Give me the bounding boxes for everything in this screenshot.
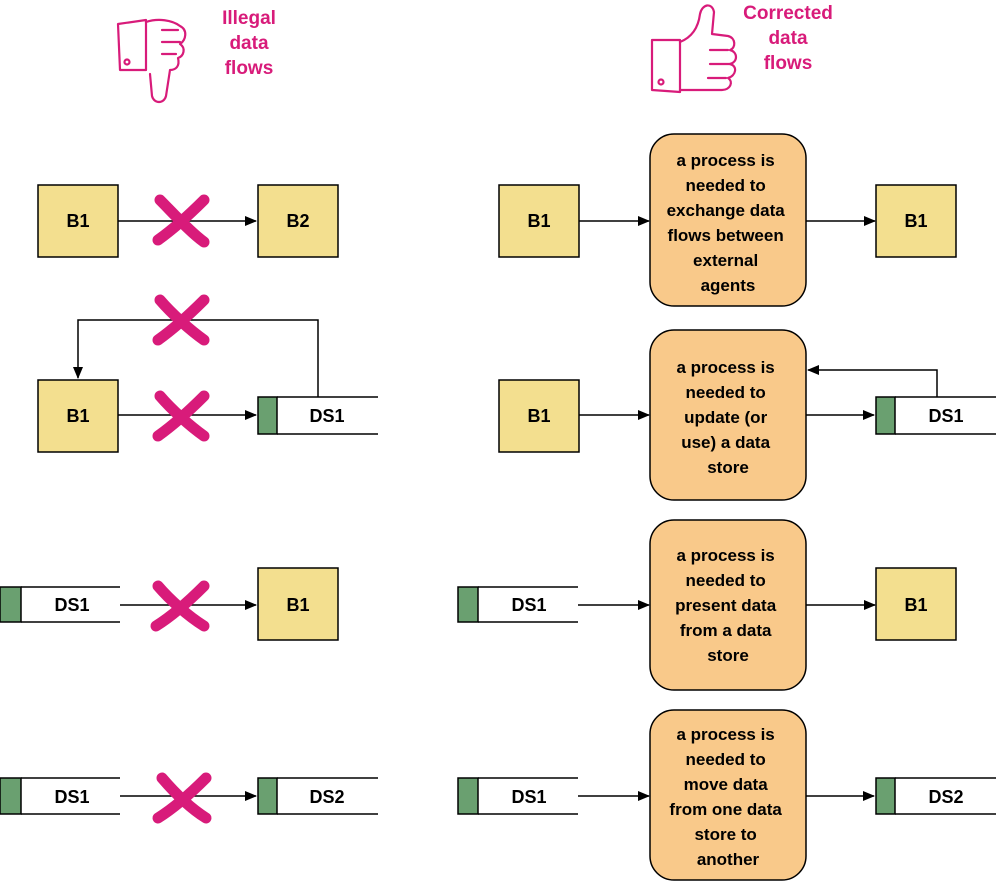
- external-agent-box: [498, 184, 580, 258]
- data-store-label: DS1: [54, 787, 89, 807]
- data-store: DS1: [457, 777, 578, 815]
- external-agent-box: [498, 379, 580, 453]
- external-agent-box: [875, 184, 957, 258]
- illegal-header-line-1: Illegal: [222, 8, 276, 29]
- data-store-label: DS1: [928, 406, 963, 426]
- data-store-tab: [875, 777, 896, 815]
- data-store-label: DS1: [54, 595, 89, 615]
- data-store-label: DS1: [511, 595, 546, 615]
- data-store: DS1: [875, 396, 996, 435]
- data-store: DS1: [457, 586, 578, 623]
- external-agent-label: B1: [286, 595, 309, 615]
- row-4-illegal: DS1 DS2: [0, 772, 378, 824]
- illegal-header-line-2: data: [229, 33, 269, 54]
- external-agent-label: B1: [904, 211, 927, 231]
- row-2-corrected: B1 a process is needed to update (or use…: [498, 329, 996, 501]
- data-store-label: DS2: [928, 787, 963, 807]
- row-3-illegal: DS1 B1: [0, 567, 339, 641]
- data-store-tab: [457, 586, 479, 623]
- row-4-corrected: DS1 a process is needed to move data fro…: [457, 709, 996, 881]
- external-agent-box: [37, 184, 119, 258]
- corrected-header: Corrected data flows: [650, 3, 833, 94]
- data-flow-arrow: [807, 365, 938, 397]
- x-cross-icon: [152, 772, 212, 824]
- data-store: DS1: [0, 586, 120, 623]
- process-text: a process is needed to move data from on…: [669, 725, 786, 869]
- process-box: [649, 709, 807, 881]
- data-store-label: DS1: [309, 406, 344, 426]
- external-agent-box: [875, 567, 957, 641]
- external-agent-box: [257, 184, 339, 258]
- data-store-tab: [875, 396, 896, 435]
- data-store-label: DS1: [511, 787, 546, 807]
- data-store: DS2: [257, 777, 378, 815]
- external-agent-label: B1: [527, 406, 550, 426]
- data-store-label: DS2: [309, 787, 344, 807]
- corrected-header-line-3: flows: [764, 53, 813, 74]
- external-agent-box: [37, 379, 119, 453]
- thumbs-up-icon: [650, 4, 738, 94]
- external-agent-label: B1: [66, 406, 89, 426]
- illegal-header: Illegal data flows: [116, 8, 276, 104]
- process-box: [649, 133, 807, 307]
- x-cross-icon: [152, 294, 210, 346]
- corrected-header-line-2: data: [768, 28, 808, 49]
- external-agent-label: B1: [527, 211, 550, 231]
- data-store-tab: [257, 777, 278, 815]
- process-text: a process is needed to update (or use) a…: [676, 358, 779, 477]
- x-cross-icon: [150, 580, 210, 632]
- process-text: a process is needed to exchange data flo…: [667, 151, 790, 295]
- external-agent-label: B1: [904, 595, 927, 615]
- data-store: DS2: [875, 777, 996, 815]
- data-store-tab: [0, 777, 22, 815]
- row-3-corrected: DS1 a process is needed to present data …: [457, 519, 957, 691]
- corrected-header-line-1: Corrected: [743, 3, 833, 24]
- row-1-illegal: B1 B2: [37, 184, 339, 258]
- data-flow-arrow: [73, 319, 319, 397]
- data-store-tab: [457, 777, 479, 815]
- x-cross-icon: [152, 390, 210, 442]
- data-store-tab: [257, 396, 278, 435]
- data-store-tab: [0, 586, 22, 623]
- row-1-corrected: B1 a process is needed to exchange data …: [498, 133, 957, 307]
- row-2-illegal: B1 DS1: [37, 294, 378, 453]
- process-text: a process is needed to present data from…: [675, 546, 781, 665]
- external-agent-label: B1: [66, 211, 89, 231]
- external-agent-label: B2: [286, 211, 309, 231]
- thumbs-down-icon: [116, 18, 187, 104]
- illegal-header-line-3: flows: [225, 58, 274, 79]
- x-cross-icon: [152, 194, 210, 248]
- data-store: DS1: [0, 777, 120, 815]
- external-agent-box: [257, 567, 339, 641]
- data-store: DS1: [257, 396, 378, 435]
